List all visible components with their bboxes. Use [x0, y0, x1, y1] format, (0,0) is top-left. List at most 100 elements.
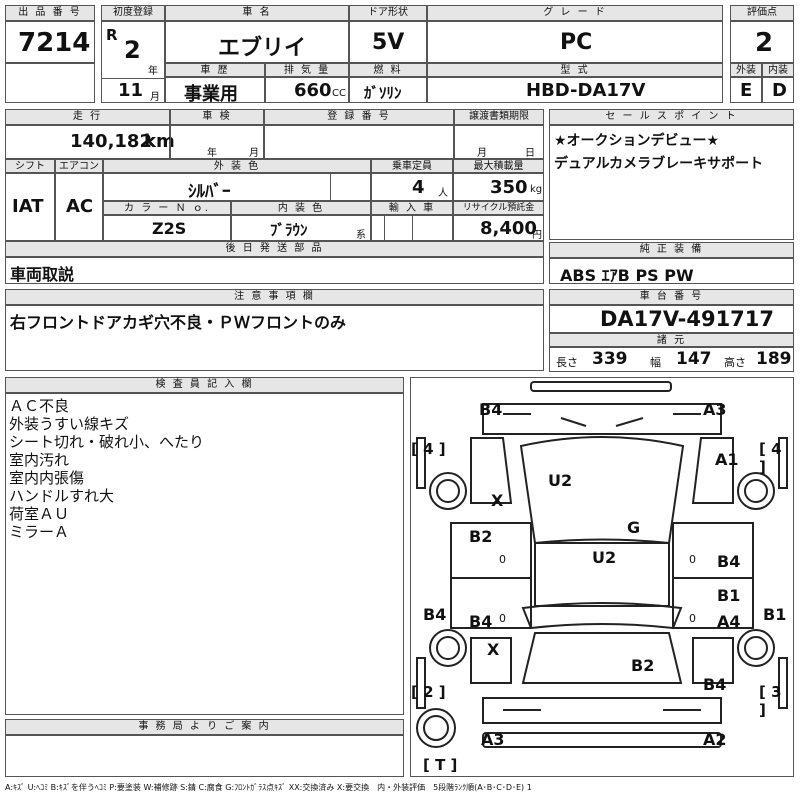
car-outline: [416, 381, 788, 748]
score-cell: 2: [730, 21, 794, 63]
sales-point-1: ★オークションデビュー★: [554, 133, 720, 149]
vehicle-diagram: B4 A3 A1 X U2 G B2 U2 B4 B1 B4 B4 A4 B1 …: [410, 377, 794, 777]
load-unit: kg: [530, 184, 543, 195]
grade-label: グ レ ー ド: [427, 5, 723, 21]
inspector-line-2: 外装うすい線キズ: [9, 415, 130, 433]
inspector-line-3: シート切れ・破れ小、へたり: [9, 433, 205, 451]
mileage-cell: 140,182 km: [5, 125, 175, 159]
shift-label: シフト: [5, 159, 55, 173]
inspection-cell: 年 月: [170, 125, 264, 159]
length-label: 長さ: [556, 356, 578, 369]
recycle-unit: 円: [532, 230, 542, 241]
lot-extra-cell: [5, 63, 95, 103]
ac: AC: [66, 196, 94, 217]
inspector-line-7: 荷室ＡＵ: [9, 505, 70, 523]
mark-a2: A2: [703, 730, 727, 749]
int-color-unit: 系: [356, 230, 366, 241]
exterior-grade: E: [740, 80, 753, 101]
zero-mark-4: 0: [689, 612, 696, 625]
legend: A:ｷｽﾞ U:ﾍｺﾐ B:ｷｽﾞを伴うﾍｺﾐ P:要塗装 W:補修跡 S:錆 …: [5, 783, 532, 792]
mark-b1-right-side: B1: [763, 605, 787, 624]
sales-points-cell: ★オークションデビュー★ デュアルカメラブレーキサポート: [549, 125, 794, 240]
car-name-label: 車 名: [165, 5, 349, 21]
width-label: 幅: [650, 356, 661, 369]
history: 事業用: [184, 84, 238, 105]
color-cell: ｼﾙﾊﾞｰ: [103, 173, 371, 202]
mark-b4-left-door: B4: [469, 612, 493, 631]
sales-points-label: セ ー ル ス ポ イ ン ト: [549, 109, 794, 125]
equipment: ABS ｴｱB PS PW: [560, 266, 694, 285]
transfer-month-unit: 月: [477, 148, 487, 159]
mark-x-rear: X: [487, 640, 500, 659]
model-label: 型 式: [427, 63, 723, 77]
mark-b2-rear: B2: [631, 656, 655, 675]
score-label: 評価点: [730, 5, 794, 21]
door-cell: 5V: [349, 21, 427, 63]
first-reg-label: 初度登録: [101, 5, 165, 21]
mark-b1-right-door: B1: [717, 586, 741, 605]
seats-label: 乗車定員: [371, 159, 453, 173]
recycle-cell: 8,400 円: [453, 215, 544, 241]
inspection-year-unit: 年: [207, 148, 217, 159]
door: 5V: [372, 30, 405, 55]
inspector-label: 検 査 員 記 入 欄: [5, 377, 404, 393]
model: HBD-DA17V: [526, 80, 646, 101]
displacement: 660: [294, 80, 332, 101]
displacement-cell: 660 CC: [265, 77, 349, 103]
parts: 車両取説: [10, 265, 75, 284]
mileage-label: 走 行: [5, 109, 170, 125]
inspection-label: 車 検: [170, 109, 264, 125]
seats-unit: 人: [438, 188, 448, 199]
fuel: ｶﾞｿﾘﾝ: [364, 84, 402, 102]
mark-a1: A1: [715, 450, 739, 469]
reg-number-cell: [264, 125, 454, 159]
history-label: 車 歴: [165, 63, 265, 77]
load-cell: 350 kg: [453, 173, 544, 201]
color-label: 外 装 色: [103, 159, 371, 173]
lot-number: 7214: [18, 28, 91, 58]
sales-point-2: デュアルカメラブレーキサポート: [554, 156, 764, 172]
mark-a3-top-right: A3: [703, 400, 727, 419]
mark-b4-right-door: B4: [717, 552, 741, 571]
height: 189: [756, 349, 792, 369]
int-color-cell: ﾌﾞﾗｳﾝ 系: [231, 215, 371, 241]
width: 147: [676, 349, 712, 369]
car-name-cell: エブリイ: [165, 21, 349, 63]
mark-b4-left-side: B4: [423, 605, 447, 624]
notes: 右フロントドアカギ穴不良・ＰＷフロントのみ: [10, 313, 347, 332]
exterior-label: 外装: [730, 63, 762, 77]
color: ｼﾙﾊﾞｰ: [188, 182, 231, 202]
color-no-cell: Z2S: [103, 215, 231, 241]
dims-label: 諸 元: [549, 333, 794, 347]
zero-mark-2: 0: [689, 553, 696, 566]
int-color-label: 内 装 色: [231, 201, 371, 215]
fuel-cell: ｶﾞｿﾘﾝ: [349, 77, 427, 103]
month-unit: 月: [150, 92, 160, 103]
lot-number-cell: 7214: [5, 21, 95, 63]
notes-cell: 右フロントドアカギ穴不良・ＰＷフロントのみ: [5, 305, 544, 371]
parts-label: 後 日 発 送 部 品: [5, 241, 544, 257]
load: 350: [490, 177, 528, 198]
chassis-cell: DA17V-491717: [549, 305, 794, 333]
recycle: 8,400: [480, 218, 537, 239]
seats-cell: 4 人: [371, 173, 453, 201]
parts-cell: 車両取説: [5, 257, 544, 284]
import-cell: [371, 215, 453, 241]
height-label: 高さ: [724, 356, 746, 369]
inspector-cell: ＡＣ不良 外装うすい線キズ シート切れ・破れ小、へたり 室内汚れ 室内内張傷 ハ…: [5, 393, 404, 715]
notes-label: 注 意 事 項 欄: [5, 289, 544, 305]
inspector-line-4: 室内汚れ: [9, 451, 70, 469]
mark-a3-bottom: A3: [481, 730, 505, 749]
inspector-line-5: 室内内張傷: [9, 469, 85, 487]
load-label: 最大積載量: [453, 159, 544, 173]
chassis-label: 車 台 番 号: [549, 289, 794, 305]
car-name: エブリイ: [218, 36, 307, 61]
transfer-label: 譲渡書類期限: [454, 109, 544, 125]
office-cell: [5, 735, 404, 777]
mark-b4-rear-right: B4: [703, 675, 727, 694]
ac-label: エアコン: [55, 159, 103, 173]
shift: IAT: [12, 196, 44, 217]
equipment-label: 純 正 装 備: [549, 242, 794, 258]
year-unit: 年: [148, 66, 158, 77]
grade: PC: [560, 30, 593, 55]
